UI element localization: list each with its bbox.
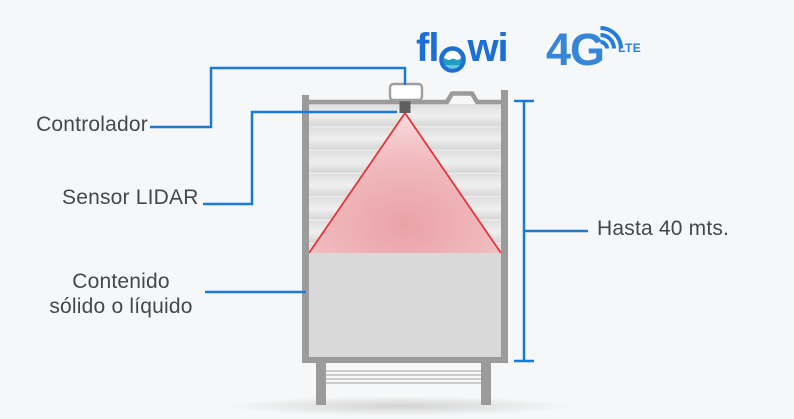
lidar-cone-fill [309, 113, 501, 253]
content-label-line1: Contenido [72, 270, 170, 293]
tank-leg-right [481, 362, 491, 405]
sensor-lidar-label: Sensor LIDAR [62, 186, 199, 209]
leg-rails [326, 370, 481, 384]
lidar-beam-cone [308, 112, 502, 254]
tank-top-edge-with-hatch [306, 91, 504, 105]
flowi-text-wi: wi [467, 26, 508, 70]
tank-content-fill [309, 253, 501, 357]
tank-wall-right [501, 90, 508, 363]
network-logo: 4G LTE [546, 16, 656, 80]
ground-shadow [225, 396, 575, 416]
lidar-beam-left-edge [308, 112, 406, 254]
height-measure-bracket [514, 99, 588, 363]
tank-legs [316, 362, 491, 405]
tank-shell [302, 90, 508, 363]
controller-device [388, 82, 424, 102]
callout-lines [150, 66, 407, 294]
controller-label: Controlador [36, 113, 148, 136]
controller-callout-line [150, 66, 407, 129]
lidar-beam-right-edge [404, 112, 502, 254]
flowi-wordmark: fl wi [416, 26, 509, 73]
content-label-line2: sólido o líquido [49, 295, 193, 318]
network-4g-text: 4G [546, 24, 605, 75]
flowi-text-fl: fl [416, 26, 439, 70]
sensor-callout-line [203, 110, 397, 206]
range-label: Hasta 40 mts. [597, 217, 730, 240]
wave-circle-icon [439, 46, 467, 73]
tank-wall-left [302, 95, 309, 363]
lidar-sensor-device [399, 100, 411, 113]
tank-leg-left [316, 362, 326, 405]
network-lte-text: LTE [618, 41, 642, 55]
content-label: Contenido sólido o líquido [30, 269, 212, 319]
tank-bottom-edge [302, 357, 508, 363]
